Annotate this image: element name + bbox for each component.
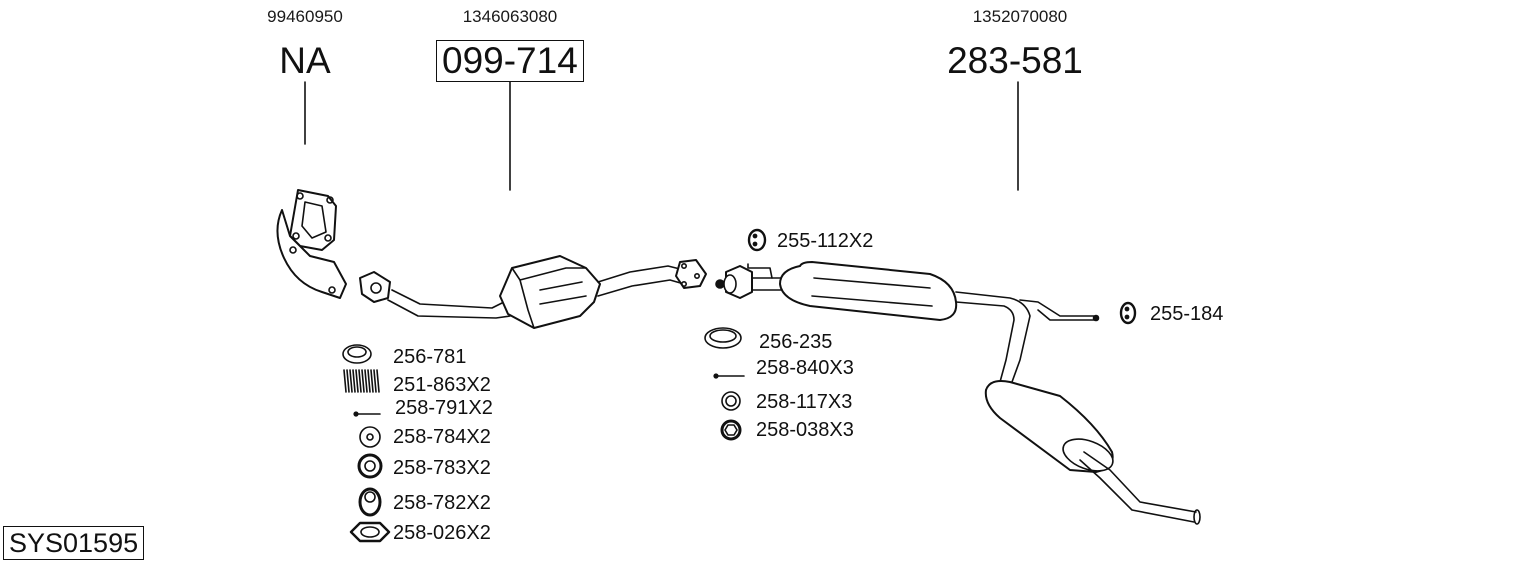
part-number-na[interactable]: NA [279,40,331,81]
system-code-badge: SYS01595 [3,526,145,560]
accessory-258-038[interactable]: 258-038X3 [756,419,854,441]
part-number-099-714[interactable]: 099-714 [436,40,584,82]
muffler-system-part-icon [715,261,1201,525]
oem-number-099-714: 1346063080 [462,7,558,26]
right-accessory-icons [1119,301,1137,325]
accessory-258-026[interactable]: 258-026X2 [393,522,491,544]
accessory-256-235[interactable]: 256-235 [759,331,833,353]
accessory-251-863[interactable]: 251-863X2 [393,374,491,396]
accessory-258-783[interactable]: 258-783X2 [393,457,491,479]
accessory-258-784[interactable]: 258-784X2 [393,426,491,448]
accessory-255-112[interactable]: 255-112X2 [777,230,874,252]
accessory-258-782[interactable]: 258-782X2 [393,492,491,514]
catalytic-converter-part-icon [359,255,707,329]
manifold-part-icon [276,189,347,299]
accessory-258-840[interactable]: 258-840X3 [756,357,854,379]
left-accessory-icons [342,344,391,543]
oem-number-na: 99460950 [267,7,343,26]
oem-number-283-581: 1352070080 [972,7,1068,26]
accessory-258-791[interactable]: 258-791X2 [395,397,493,419]
middle-accessory-icons [704,228,767,441]
part-number-283-581[interactable]: 283-581 [947,40,1083,81]
accessory-256-781[interactable]: 256-781 [393,346,467,368]
accessory-255-184[interactable]: 255-184 [1150,303,1224,325]
accessory-258-117[interactable]: 258-117X3 [756,391,853,413]
